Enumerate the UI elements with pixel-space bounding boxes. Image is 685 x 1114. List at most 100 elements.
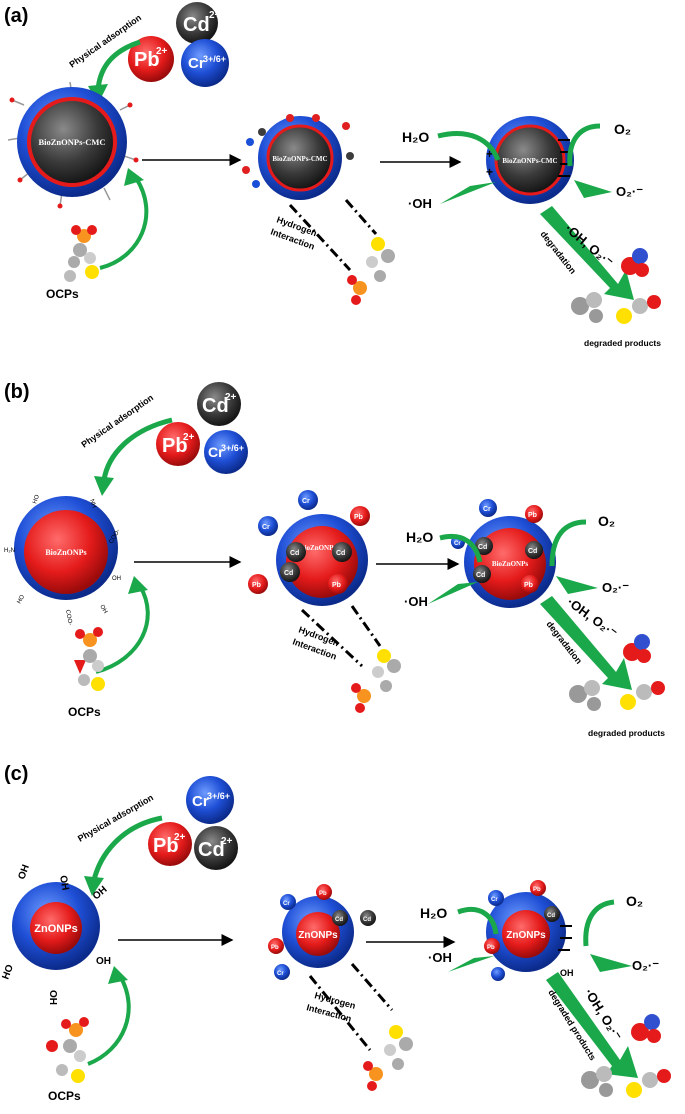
- np-label-c1: ZnONPs: [34, 923, 77, 935]
- cr-ion-large: Cr 3+/6+: [181, 39, 229, 87]
- svg-text:OH: OH: [47, 990, 58, 1005]
- h2o-label-c: H₂O: [420, 905, 447, 921]
- svg-text:2+: 2+: [225, 392, 237, 403]
- h2o-label-b: H₂O: [406, 529, 433, 545]
- h2o-arrow-b: [439, 534, 483, 563]
- svg-text:OH: OH: [560, 968, 574, 978]
- svg-text:Cr: Cr: [483, 506, 491, 513]
- svg-text:Cd: Cd: [476, 572, 485, 579]
- svg-text:Cr: Cr: [302, 498, 310, 505]
- degraded-products-label-b: degraded products: [588, 728, 665, 738]
- np-c3: ZnONPs Pb Cd Cr Pb OH: [484, 880, 574, 981]
- svg-text:HO: HO: [0, 963, 16, 981]
- np-label-a1: BioZnONPs-CMC: [38, 137, 105, 147]
- ocps-label-b: OCPs: [68, 705, 101, 719]
- svg-text:3+/6+: 3+/6+: [203, 54, 226, 64]
- svg-text:+: +: [486, 165, 493, 179]
- svg-text:Cd: Cd: [335, 917, 343, 923]
- svg-text:Pb: Pb: [533, 887, 541, 893]
- svg-text:Cd: Cd: [290, 550, 299, 557]
- oh-label-a: ·OH: [408, 196, 432, 211]
- o2-arrow-c: [583, 899, 615, 947]
- np-a3: BioZnONPs-CMC + +: [486, 116, 574, 204]
- svg-text:Cd: Cd: [363, 917, 371, 923]
- svg-text:Pb: Pb: [252, 582, 261, 589]
- o2-arrow-a: [567, 123, 601, 167]
- svg-text:2+: 2+: [174, 832, 186, 843]
- svg-text:Pb: Pb: [524, 582, 533, 589]
- svg-text:OH: OH: [57, 875, 70, 892]
- ocp-arrow-b: [95, 584, 150, 674]
- svg-text:Cd: Cd: [547, 913, 555, 919]
- svg-text:Pb: Pb: [528, 512, 537, 519]
- svg-text:+: +: [486, 147, 493, 161]
- ocps-label-c: OCPs: [48, 1089, 81, 1103]
- svg-text:2+: 2+: [183, 432, 195, 443]
- np-b2: BioZnONPs Cd Cd Cd Pb Cr Cr Pb Pb: [248, 490, 370, 606]
- ocp-molecule-b2: [351, 649, 401, 713]
- panel-b: (b) Cd 2+ Pb 2+ Cr 3+/6+ Physical adsorp…: [4, 381, 665, 738]
- hbond-line-a1: [288, 203, 352, 272]
- hbond-line-b1: [300, 608, 364, 668]
- panel-c: (c) Cr 3+/6+ Pb 2+ Cd 2+ Physical adsorp…: [0, 763, 671, 1103]
- svg-text:Pb: Pb: [153, 835, 179, 857]
- cd-ion-large-c: Cd 2+: [194, 826, 238, 870]
- pb-ion-large-b: Pb 2+: [156, 422, 200, 466]
- physical-adsorption-arrow-a: [95, 39, 141, 91]
- svg-text:Pb: Pb: [271, 945, 279, 951]
- degraded-molecules-a: [571, 248, 661, 324]
- h2o-arrow-c: [457, 907, 499, 935]
- svg-text:Cd: Cd: [284, 570, 293, 577]
- svg-text:OH: OH: [98, 604, 108, 615]
- cr-ion-large-c: Cr 3+/6+: [186, 776, 234, 824]
- panel-label-a: (a): [4, 5, 28, 27]
- ocp-molecule-c2: [363, 1025, 413, 1091]
- np-a2: BioZnONPs-CMC: [242, 114, 354, 200]
- physical-adsorption-label-b: Physical adsorption: [79, 392, 155, 449]
- svg-text:Cr: Cr: [192, 793, 209, 810]
- svg-text:OH: OH: [96, 956, 111, 967]
- svg-text:NH: NH: [88, 499, 97, 509]
- svg-text:ZnONPs: ZnONPs: [298, 930, 338, 941]
- ocp-arrow-a: [99, 176, 149, 270]
- physical-adsorption-label-c: Physical adsorption: [76, 792, 155, 843]
- svg-text:3+/6+: 3+/6+: [221, 443, 244, 453]
- oh-label-c: ·OH: [428, 950, 452, 965]
- svg-text:Cr: Cr: [277, 971, 284, 977]
- o2-arrow-b: [549, 519, 587, 567]
- svg-text:Cr: Cr: [454, 541, 461, 547]
- svg-text:2+: 2+: [156, 46, 168, 57]
- svg-text:Cr: Cr: [262, 524, 270, 531]
- svg-text:BioZnONPs: BioZnONPs: [300, 544, 336, 552]
- h2o-label-a: H₂O: [402, 129, 429, 145]
- cr-ion-large-b: Cr 3+/6+: [204, 430, 248, 474]
- ocp-arrow-c: [87, 974, 131, 1066]
- svg-text:ZnONPs: ZnONPs: [506, 930, 546, 941]
- degraded-molecules-c: [581, 1014, 671, 1098]
- oh-label-b: ·OH: [404, 594, 428, 609]
- svg-text:Cr: Cr: [283, 901, 290, 907]
- svg-text:COO-: COO-: [64, 609, 73, 625]
- cd-ion-large: Cd 2+: [176, 2, 221, 44]
- svg-text:BioZnONPs-CMC: BioZnONPs-CMC: [272, 155, 327, 163]
- svg-text:Cd: Cd: [528, 548, 537, 555]
- svg-text:3+/6+: 3+/6+: [207, 791, 230, 801]
- degraded-molecules-b: [569, 634, 665, 711]
- o2-label-a: O₂: [614, 121, 631, 137]
- svg-text:Pb: Pb: [332, 582, 341, 589]
- svg-text:Cr: Cr: [491, 897, 498, 903]
- svg-text:Cr: Cr: [208, 444, 224, 460]
- svg-text:HO: HO: [17, 594, 27, 605]
- svg-text:Pb: Pb: [162, 435, 188, 457]
- svg-text:Cr: Cr: [188, 55, 205, 72]
- svg-text:Pb: Pb: [319, 891, 327, 897]
- degradation-arrow-a: [540, 206, 634, 300]
- o2-radical-label-b: O₂·⁻: [602, 580, 629, 595]
- degraded-products-label-a: degraded products: [584, 338, 661, 348]
- svg-text:Cd: Cd: [478, 544, 487, 551]
- panel-label-b: (b): [4, 381, 30, 403]
- svg-text:Pb: Pb: [134, 49, 160, 71]
- ocp-molecule-a: [64, 225, 99, 282]
- svg-text:Cd: Cd: [336, 550, 345, 557]
